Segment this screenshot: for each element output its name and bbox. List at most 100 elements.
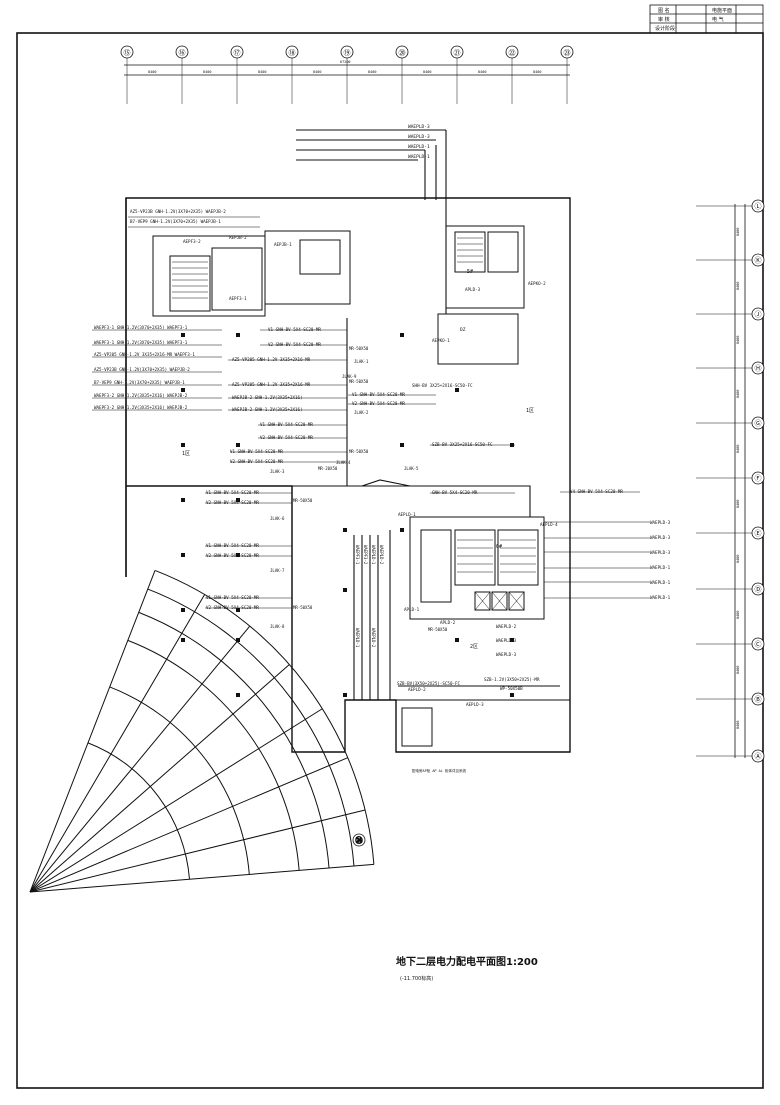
junction-label: JLAK-3	[270, 469, 285, 474]
axis-label: Ⓛ	[755, 203, 762, 211]
title-block-cell: 设计阶段	[655, 26, 676, 32]
cable-label: SZB-BV 3X25+2X16-SC50-FC	[432, 442, 493, 447]
fan-radial	[29, 757, 348, 893]
column-dot	[181, 498, 185, 502]
axis-bubble	[751, 199, 765, 213]
title-block-cell: 审 核	[658, 17, 670, 23]
top-axis-grid: ⑮8400⑯8400⑰8400⑱8400⑲8400⑳8400㉑8400㉒8400…	[120, 45, 574, 104]
fan-arc	[87, 742, 190, 880]
building-outline	[125, 197, 571, 753]
column-dot	[181, 638, 185, 642]
panel-label: AEPKO-2	[528, 281, 546, 286]
axis-bubble	[352, 833, 366, 847]
dimension-label: 8400	[148, 70, 156, 74]
fan-radial	[29, 664, 290, 893]
column-dot	[343, 588, 347, 592]
panel-label: APLD-1	[404, 607, 420, 612]
axis-label: Ⓕ	[755, 475, 762, 483]
cable-label: V2 GNH-BV 5X4-SC20-MR	[230, 459, 283, 464]
room-mark: 2区	[470, 644, 478, 650]
axis-label: ㉓	[564, 49, 571, 57]
column-dot	[510, 638, 514, 642]
feeder-label: WAEPLD-3	[408, 134, 430, 140]
cable-label: V2 GNH-BV 5X4-SC20-MR	[268, 342, 321, 347]
cable-label: GNH-BV 5X4-SC20-MR	[432, 490, 478, 495]
tray-label: MR-50X50	[428, 627, 448, 632]
cable-label: WP-50X50B	[500, 686, 523, 691]
cable-label: WAEPJB-2 GNH-1.2V(3X35+2X16)	[232, 395, 303, 400]
fan-radial	[29, 570, 156, 893]
title-block-cell: 电 气	[712, 17, 724, 23]
title-block-cell: 图 名	[658, 8, 670, 14]
column-dot	[343, 693, 347, 697]
drawing-title: 地下二层电力配电平面图1:200	[396, 957, 538, 968]
column-dot	[236, 608, 240, 612]
axis-bubble	[751, 692, 765, 706]
fan-radial	[29, 594, 206, 893]
column-dot	[510, 693, 514, 697]
dimension-label: 8400	[533, 70, 541, 74]
cable-label: AZ5-VP23B GNH-1.2V(3X70+2X35) WAEPJB-2	[94, 367, 190, 372]
fan-shaped-area: ㉔	[29, 569, 375, 893]
feeder-label: WAEPLD-3	[408, 124, 430, 130]
axis-label: Ⓐ	[755, 753, 762, 761]
room-mark: 6#	[496, 544, 502, 550]
panel-label: AEPF3-2	[183, 239, 201, 244]
cable-label: WAEPF3-2 GNH-1.2V(3X35+2X16) WAEPJB-2	[94, 405, 188, 410]
title-block-cell: 电施平面	[712, 8, 733, 14]
column-dot	[236, 638, 240, 642]
cable-label: V2 GNH-BV 5X4-SC20-MR	[206, 553, 259, 558]
tray-label: MR-50X50	[293, 605, 313, 610]
cable-label: V1 GNH-BV 5X4-SC20-MR	[260, 422, 313, 427]
fan-arc	[147, 588, 355, 867]
axis-label: ㉑	[454, 49, 461, 57]
column-dot	[400, 528, 404, 532]
cable-label: V2 GNH-BV 5X4-SC20-MR	[206, 605, 259, 610]
column-dot	[236, 443, 240, 447]
room-mark: 1区	[526, 408, 534, 414]
panel-label: AEPLD-3	[466, 702, 484, 707]
dimension-label: 67200	[340, 60, 351, 64]
vertical-cable-tag: WAEPLD-2	[371, 628, 376, 648]
junction-label: JLAK-5	[404, 466, 419, 471]
feeder-label: WAEPLD-3	[496, 652, 517, 657]
legend-note: 配电房AP柜 AP AL 柜体详见系统	[412, 768, 466, 773]
axis-label: Ⓗ	[755, 365, 762, 373]
fan-radial	[29, 625, 251, 893]
tray-label: MR-50X50	[349, 379, 369, 384]
dimension-label: 8400	[736, 282, 740, 290]
axis-bubble	[751, 361, 765, 375]
feeder-label: WAEPLD-1	[650, 565, 671, 570]
cable-label: SZB-1.2V(3X50+2X25)-MR	[484, 677, 540, 682]
column-dot	[236, 553, 240, 557]
cable-label: WAEPJB-2 GNH-1.2V(3X35+2X16)	[232, 407, 303, 412]
column-dot	[455, 638, 459, 642]
cable-label: B7-VEP9 GNH-1.2V(3X70+2X35) WAEPJB-1	[94, 380, 185, 385]
junction-label: JLAK-6	[270, 516, 285, 521]
room-mark: 5#	[467, 269, 473, 275]
tray-label: MR-50X50	[349, 449, 369, 454]
cable-label: AZ5-VP205 GNH-1.2V 3X35+2X16-MR	[232, 357, 311, 362]
cable-label: SHH-BV 3X25+2X16-SC50-FC	[412, 383, 473, 388]
column-dot	[455, 388, 459, 392]
dimension-label: 8400	[736, 721, 740, 729]
column-dot	[400, 333, 404, 337]
axis-bubble	[751, 582, 765, 596]
panel-label: AEPKO-1	[432, 338, 450, 343]
feeder-label: WAEPLD-3	[496, 638, 517, 643]
cable-label: V2 GNH-BV 5X4-SC20-MR	[260, 435, 313, 440]
dimension-label: 8400	[736, 390, 740, 398]
dimension-label: 8400	[736, 500, 740, 508]
stair-hatch	[172, 237, 536, 611]
column-dot	[510, 443, 514, 447]
column-dot	[181, 608, 185, 612]
axis-bubble	[751, 416, 765, 430]
fan-radial	[29, 809, 366, 893]
axis-label: Ⓓ	[755, 586, 762, 594]
feeder-label: WAEPLD-3	[650, 520, 671, 525]
panel-label: AEPJB-1	[274, 242, 292, 247]
column-dot	[236, 693, 240, 697]
cable-label: V1 GNH-BV 5X4-SC20-MR	[268, 327, 321, 332]
